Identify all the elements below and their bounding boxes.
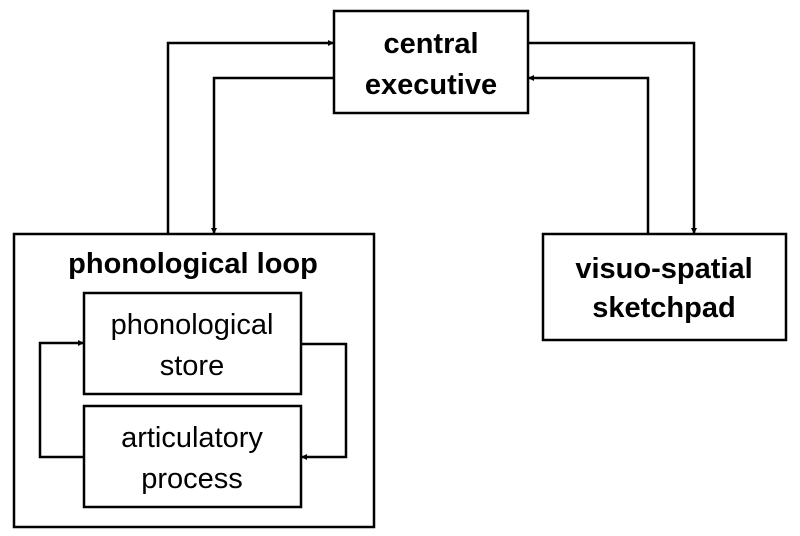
articulatory-process-node: articulatory process — [82, 404, 303, 509]
visuo-spatial-sketchpad-label-line2: sketchpad — [592, 292, 735, 324]
arrow-loop-to-executive — [166, 40, 334, 234]
phonological-store-label-line2: store — [160, 350, 224, 382]
phonological-store-label-line1: phonological — [111, 309, 274, 341]
visuo-spatial-sketchpad-label-line1: visuo-spatial — [575, 253, 752, 285]
arrow-executive-to-loop — [211, 76, 334, 234]
arrow-executive-to-sketchpad — [528, 41, 697, 234]
phonological-loop-title: phonological loop — [68, 248, 318, 280]
arrow-store-to-articulatory — [301, 342, 348, 460]
arrow-sketchpad-to-executive — [528, 75, 650, 234]
articulatory-process-label-line2: process — [141, 463, 243, 495]
arrow-articulatory-to-store — [38, 340, 84, 459]
central-executive-label-line1: central — [383, 28, 478, 60]
central-executive-box — [332, 9, 530, 115]
visuo-spatial-sketchpad-node: visuo-spatial sketchpad — [541, 232, 788, 342]
central-executive-label-line2: executive — [365, 69, 497, 101]
articulatory-process-label-line1: articulatory — [121, 422, 263, 454]
phonological-store-node: phonological store — [82, 291, 303, 396]
visuo-spatial-sketchpad-box — [541, 232, 788, 342]
central-executive-node: central executive — [332, 9, 530, 115]
phonological-store-box — [82, 291, 303, 396]
phonological-loop-node: phonological loop phonological store art… — [12, 232, 376, 529]
